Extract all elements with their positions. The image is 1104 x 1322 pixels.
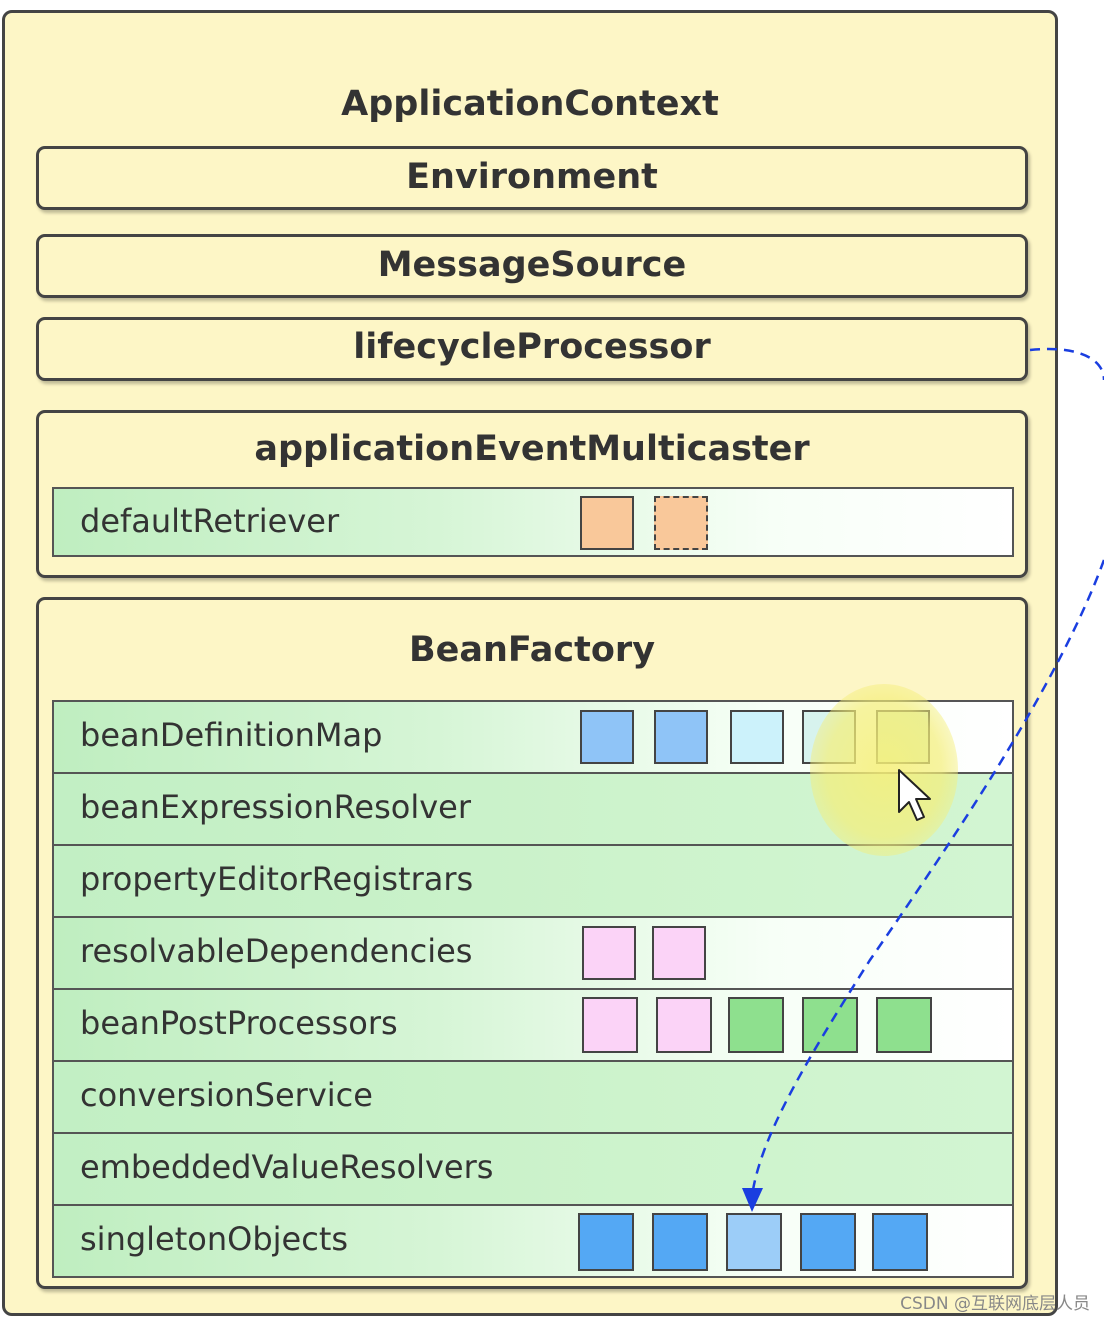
default-retriever-label: defaultRetriever [80,502,340,540]
message-source-label: MessageSource [377,245,687,285]
lifecycle-processor-box: lifecycleProcessor [36,317,1028,381]
embedded-value-resolvers-label: embeddedValueResolvers [80,1148,494,1186]
resolvable-dependency-square [652,926,706,980]
post-processor-square [656,997,712,1053]
singleton-object-square [872,1213,928,1271]
singleton-object-square [578,1213,634,1271]
bean-definition-square [730,710,784,764]
singleton-object-square [800,1213,856,1271]
post-processor-square [582,997,638,1053]
arrow-head [742,1188,763,1212]
bean-post-processors-label: beanPostProcessors [80,1004,398,1042]
bean-definition-square [654,710,708,764]
retriever-listener-square [580,496,634,550]
property-editor-registrars-label: propertyEditorRegistrars [80,860,474,898]
lifecycle-processor-label: lifecycleProcessor [353,327,711,367]
bean-expression-resolver-label: beanExpressionResolver [80,788,471,826]
singleton-objects-label: singletonObjects [80,1220,349,1258]
watermark: CSDN @互联网底层人员 [900,1294,1090,1314]
retriever-listener-placeholder-square [654,496,708,550]
post-processor-square [728,997,784,1053]
singleton-objects-row: singletonObjects [52,1204,1014,1278]
message-source-box: MessageSource [36,234,1028,298]
resolvable-dependencies-row: resolvableDependencies [52,916,1014,990]
environment-label: Environment [406,157,658,197]
bean-factory-label: BeanFactory [408,630,656,670]
lifecycle-to-singleton-arrow [750,347,1104,1197]
post-processor-square [802,997,858,1053]
singleton-object-square [652,1213,708,1271]
singleton-object-square [726,1213,782,1271]
resolvable-dependency-square [582,926,636,980]
default-retriever-row: defaultRetriever [52,487,1014,557]
post-processor-square [876,997,932,1053]
resolvable-dependencies-label: resolvableDependencies [80,932,473,970]
mouse-cursor-icon [898,769,931,821]
event-multicaster-label: applicationEventMulticaster [254,429,810,469]
environment-box: Environment [36,146,1028,210]
cursor-highlight [810,684,958,856]
application-context-title: ApplicationContext [341,84,719,124]
conversion-service-label: conversionService [80,1076,373,1114]
bean-definition-map-label: beanDefinitionMap [80,716,383,754]
bean-definition-square [580,710,634,764]
property-editor-registrars-row: propertyEditorRegistrars [52,844,1014,918]
